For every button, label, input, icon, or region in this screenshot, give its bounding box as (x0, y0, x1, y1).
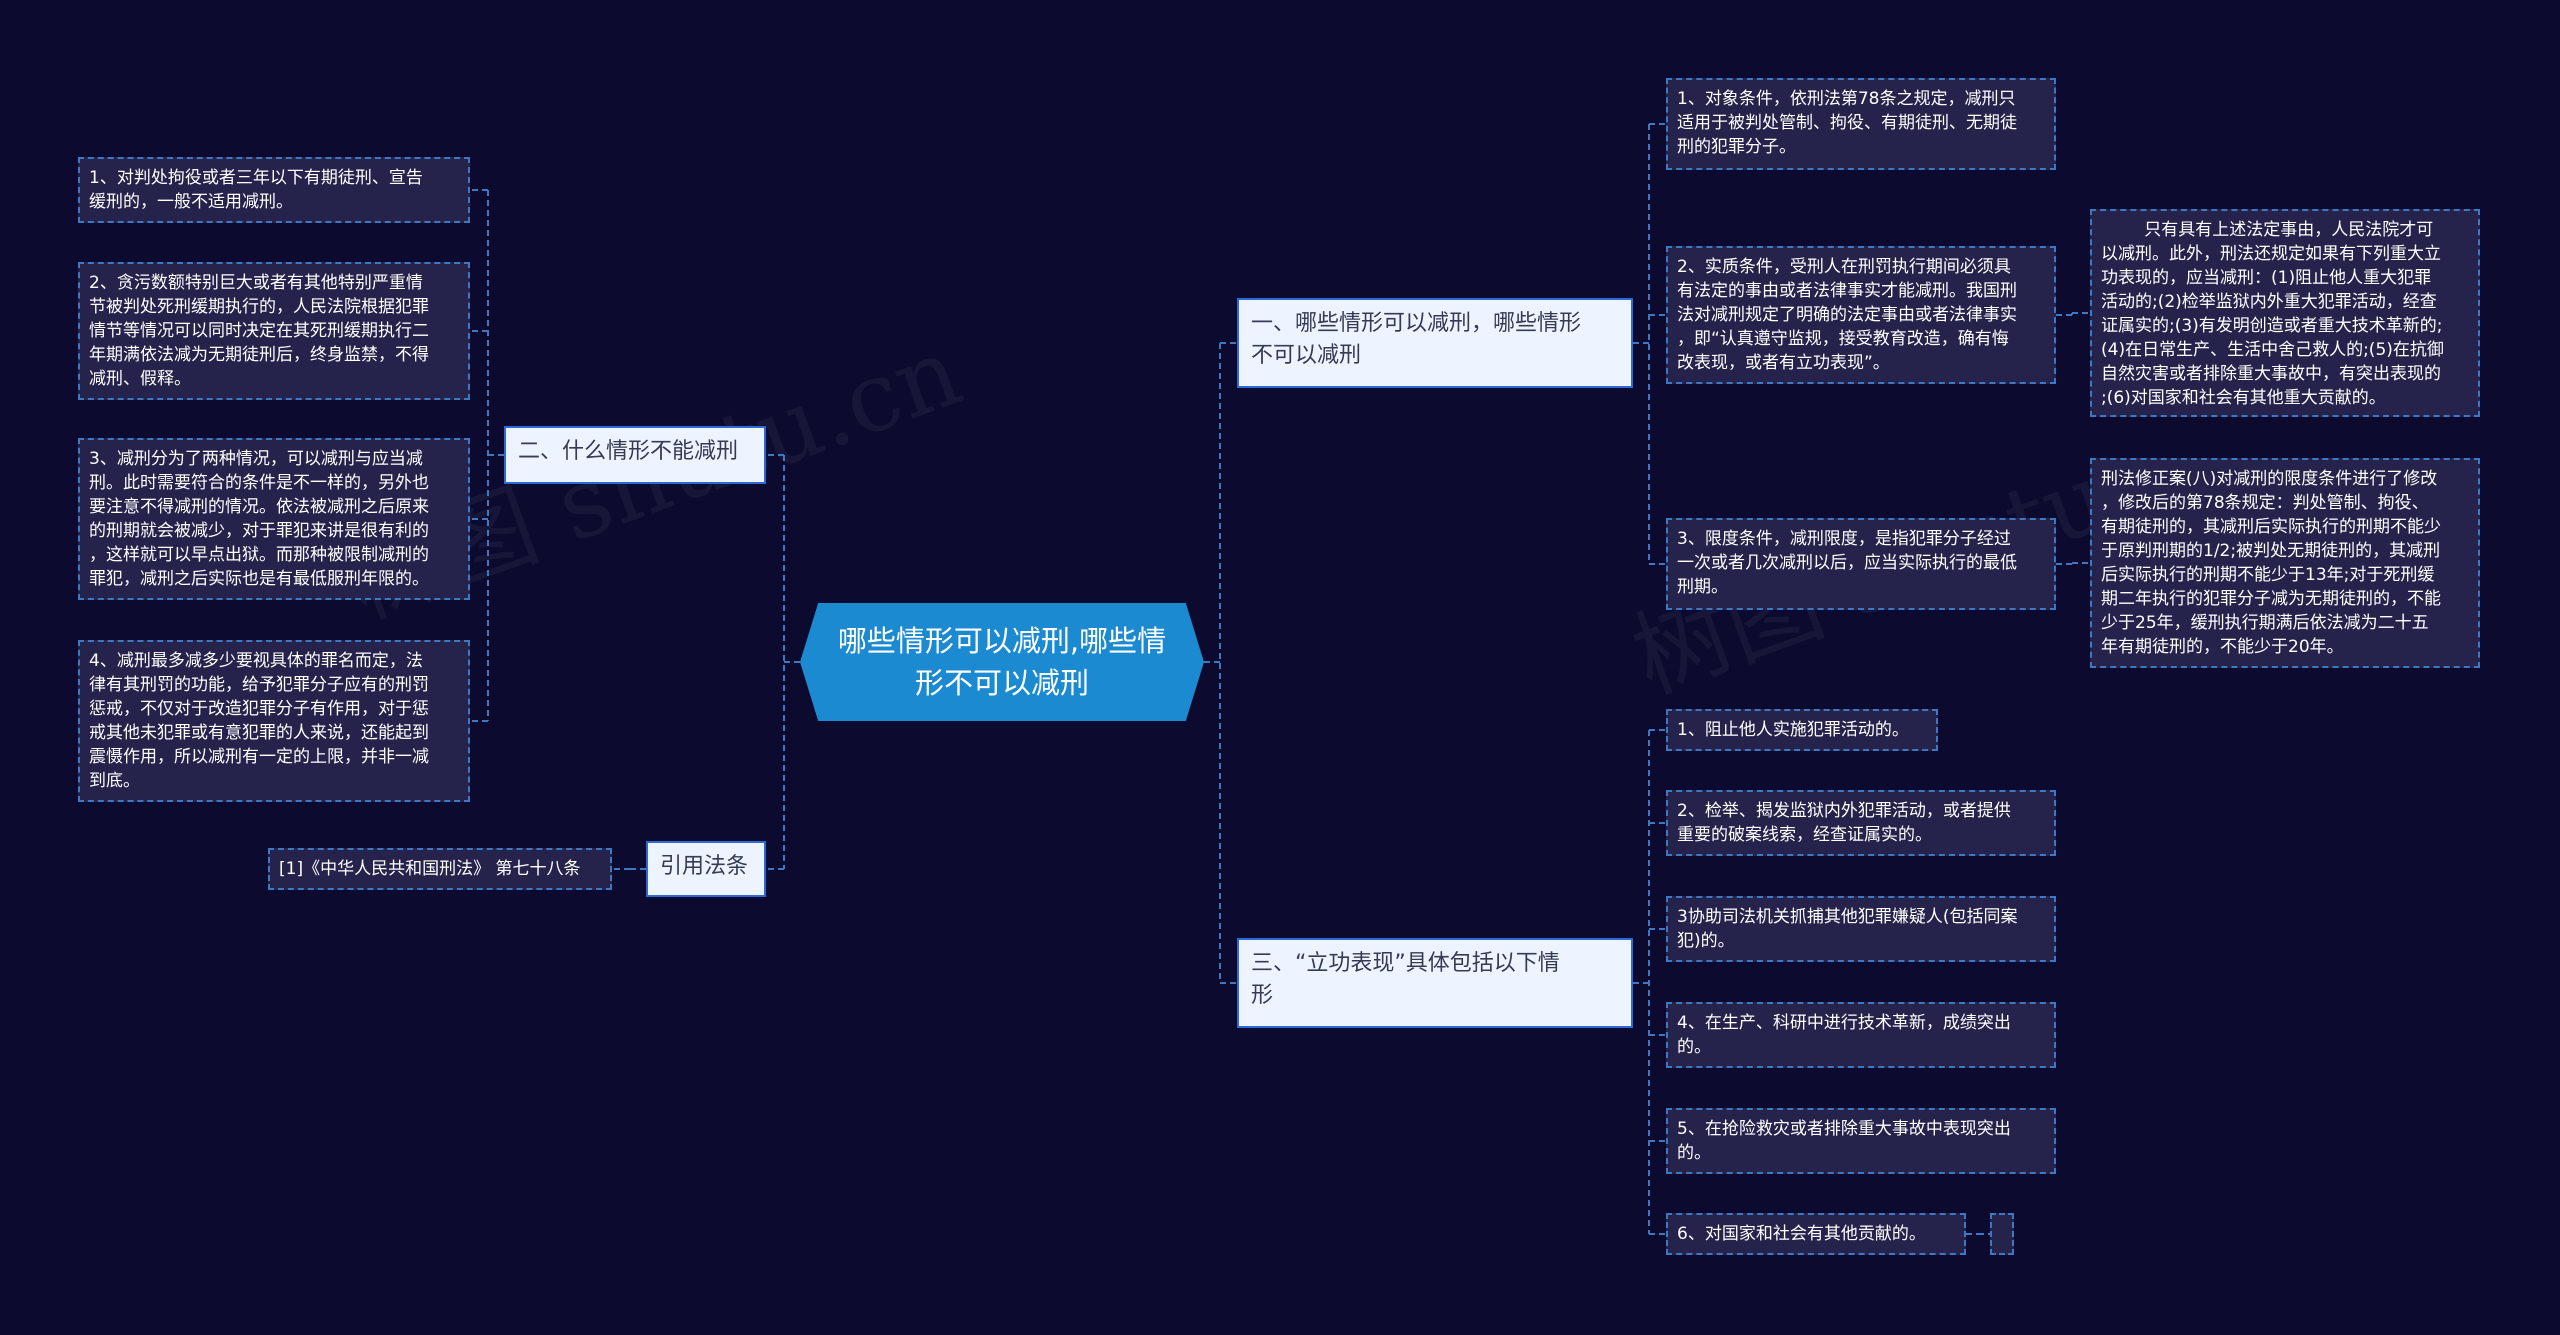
branch-can-reduce[interactable]: 一、哪些情形可以减刑，哪些情形 不可以减刑 (1237, 298, 1633, 388)
leaf-no-reduce-1[interactable]: 1、对判处拘役或者三年以下有期徒刑、宣告 缓刑的，一般不适用减刑。 (78, 157, 470, 223)
leaf-merit-1[interactable]: 1、阻止他人实施犯罪活动的。 (1666, 709, 1938, 751)
branch-merit-performance[interactable]: 三、“立功表现”具体包括以下情 形 (1237, 938, 1633, 1028)
leaf-limit-detail[interactable]: 刑法修正案(八)对减刑的限度条件进行了修改 ，修改后的第78条规定：判处管制、拘… (2090, 458, 2480, 668)
root-topic[interactable]: 哪些情形可以减刑,哪些情 形不可以减刑 (800, 603, 1204, 721)
leaf-merit-6-detail[interactable] (1990, 1213, 2014, 1255)
leaf-merit-5[interactable]: 5、在抢险救灾或者排除重大事故中表现突出 的。 (1666, 1108, 2056, 1174)
leaf-no-reduce-2[interactable]: 2、贪污数额特别巨大或者有其他特别严重情 节被判处死刑缓期执行的，人民法院根据犯… (78, 262, 470, 400)
branch-cited-law[interactable]: 引用法条 (646, 841, 766, 897)
leaf-object-condition[interactable]: 1、对象条件，依刑法第78条之规定，减刑只 适用于被判处管制、拘役、有期徒刑、无… (1666, 78, 2056, 170)
leaf-cited-article[interactable]: [1]《中华人民共和国刑法》 第七十八条 (268, 848, 612, 890)
leaf-merit-4[interactable]: 4、在生产、科研中进行技术革新，成绩突出 的。 (1666, 1002, 2056, 1068)
leaf-merit-2[interactable]: 2、检举、揭发监狱内外犯罪活动，或者提供 重要的破案线索，经查证属实的。 (1666, 790, 2056, 856)
leaf-merit-3[interactable]: 3协助司法机关抓捕其他犯罪嫌疑人(包括同案 犯)的。 (1666, 896, 2056, 962)
leaf-merit-6[interactable]: 6、对国家和社会有其他贡献的。 (1666, 1213, 1966, 1255)
leaf-substantive-detail[interactable]: 只有具有上述法定事由，人民法院才可 以减刑。此外，刑法还规定如果有下列重大立 功… (2090, 209, 2480, 417)
branch-cannot-reduce[interactable]: 二、什么情形不能减刑 (504, 426, 766, 484)
leaf-substantive-condition[interactable]: 2、实质条件，受刑人在刑罚执行期间必须具 有法定的事由或者法律事实才能减刑。我国… (1666, 246, 2056, 384)
leaf-limit-condition[interactable]: 3、限度条件，减刑限度，是指犯罪分子经过 一次或者几次减刑以后，应当实际执行的最… (1666, 518, 2056, 610)
leaf-no-reduce-4[interactable]: 4、减刑最多减多少要视具体的罪名而定，法 律有其刑罚的功能，给予犯罪分子应有的刑… (78, 640, 470, 802)
leaf-no-reduce-3[interactable]: 3、减刑分为了两种情况，可以减刑与应当减 刑。此时需要符合的条件是不一样的，另外… (78, 438, 470, 600)
